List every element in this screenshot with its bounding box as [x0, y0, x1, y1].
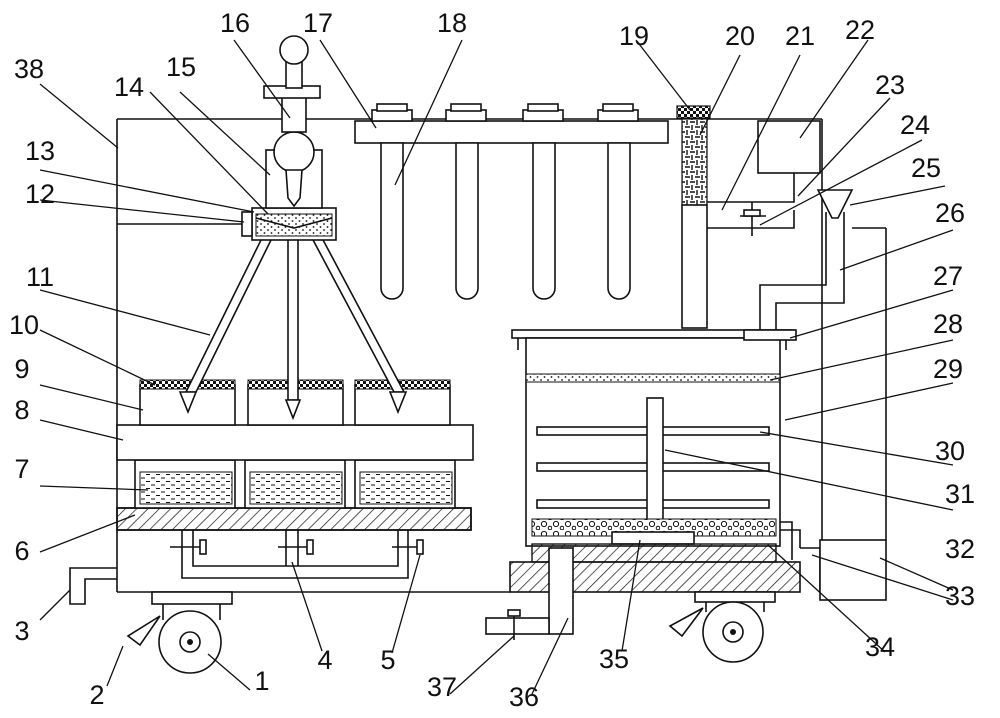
label-28: 28 — [933, 309, 963, 339]
label-23: 23 — [875, 70, 905, 100]
part-labels: 1 2 3 4 5 6 7 8 9 10 11 12 13 14 15 16 1… — [9, 8, 975, 712]
label-4: 4 — [317, 645, 332, 675]
label-11: 11 — [26, 262, 54, 292]
label-16: 16 — [220, 8, 250, 38]
label-1: 1 — [254, 666, 269, 696]
label-2: 2 — [89, 680, 104, 710]
label-25: 25 — [911, 153, 941, 183]
right-wheel — [668, 591, 776, 663]
filter-column — [676, 105, 711, 329]
pump-assembly — [263, 35, 323, 209]
label-26: 26 — [935, 198, 965, 228]
label-10: 10 — [9, 310, 39, 340]
label-7: 7 — [14, 454, 29, 484]
test-tube — [597, 103, 639, 300]
label-13: 13 — [25, 136, 55, 166]
support-plate — [116, 424, 474, 461]
label-21: 21 — [785, 21, 815, 51]
test-tube — [522, 103, 564, 300]
label-14: 14 — [114, 72, 144, 102]
label-3: 3 — [14, 616, 29, 646]
label-8: 8 — [14, 395, 29, 425]
outlet-pipe — [485, 547, 574, 640]
dosing-assembly — [707, 120, 887, 540]
label-34: 34 — [865, 632, 895, 662]
mixing-box — [117, 207, 337, 241]
label-20: 20 — [725, 21, 755, 51]
filter-tanks — [134, 459, 456, 509]
test-tube — [371, 103, 413, 300]
label-17: 17 — [303, 8, 333, 38]
left-wheel — [126, 591, 233, 674]
label-30: 30 — [935, 436, 965, 466]
label-36: 36 — [509, 682, 539, 712]
test-tube-rack — [354, 103, 669, 300]
label-37: 37 — [427, 672, 457, 702]
label-22: 22 — [845, 15, 875, 45]
distribution-pipes — [178, 237, 408, 421]
label-35: 35 — [599, 644, 629, 674]
label-12: 12 — [25, 179, 55, 209]
label-33: 33 — [945, 581, 975, 611]
label-29: 29 — [933, 354, 963, 384]
label-38: 38 — [14, 54, 44, 84]
test-tube — [445, 103, 487, 300]
label-6: 6 — [14, 536, 29, 566]
label-18: 18 — [437, 8, 467, 38]
left-base-assembly — [69, 507, 472, 605]
label-15: 15 — [166, 52, 196, 82]
label-27: 27 — [933, 261, 963, 291]
label-9: 9 — [14, 354, 29, 384]
label-31: 31 — [945, 479, 975, 509]
label-5: 5 — [380, 645, 395, 675]
label-32: 32 — [945, 534, 975, 564]
leader-lines — [39, 39, 954, 695]
label-19: 19 — [619, 21, 649, 51]
label-24: 24 — [900, 110, 930, 140]
